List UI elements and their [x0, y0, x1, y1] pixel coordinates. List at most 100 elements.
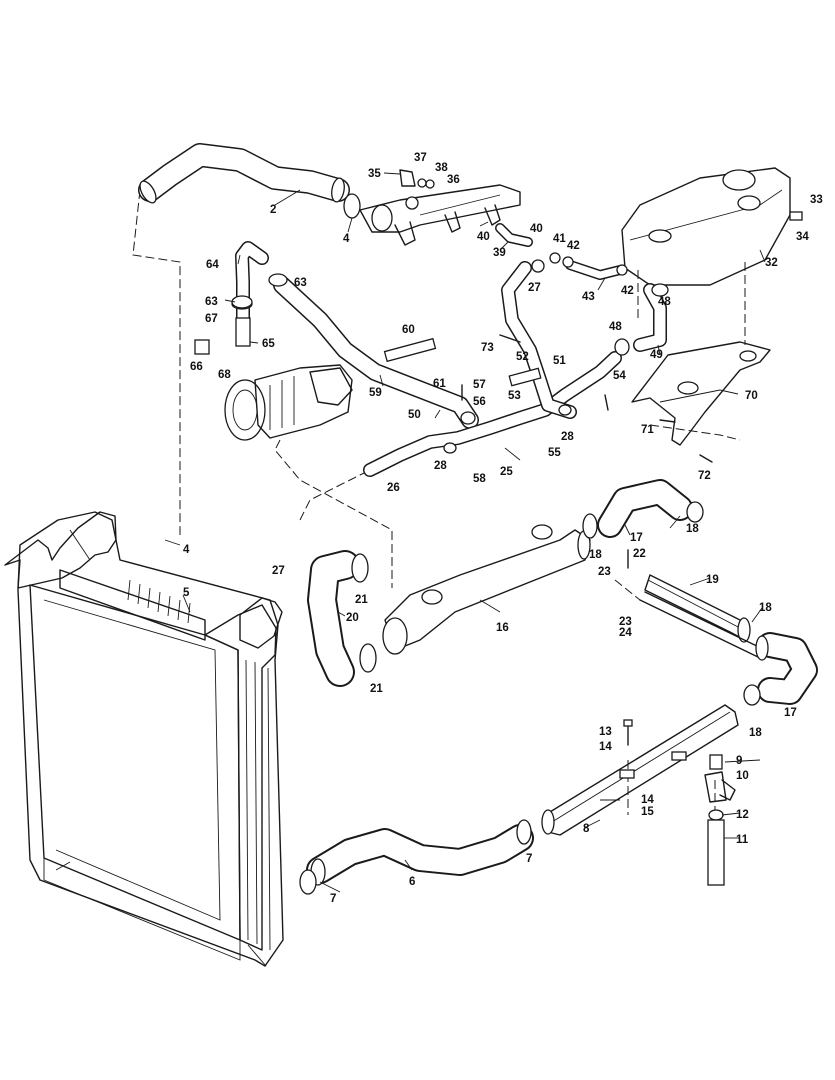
cooler-16	[382, 524, 591, 655]
upper-hose-2	[138, 143, 361, 219]
callout-28b: 28	[434, 460, 447, 472]
drain-valve	[704, 754, 736, 886]
hose-17-upper	[582, 479, 704, 539]
callout-41: 41	[553, 233, 566, 245]
callout-17b: 17	[784, 707, 797, 719]
pipe-39-return	[501, 261, 577, 419]
callout-18d: 18	[749, 727, 762, 739]
callout-50: 50	[408, 409, 421, 421]
callout-27b: 27	[272, 565, 285, 577]
callout-68: 68	[218, 369, 231, 381]
callout-58: 58	[473, 473, 486, 485]
callout-7b: 7	[526, 853, 532, 865]
callout-61: 61	[433, 378, 446, 390]
callout-70: 70	[745, 390, 758, 402]
callout-57: 57	[473, 379, 486, 391]
callout-42b: 42	[621, 285, 634, 297]
callout-22: 22	[633, 548, 646, 560]
callout-leaders	[164, 172, 766, 893]
callout-26: 26	[387, 482, 400, 494]
radiator	[4, 511, 284, 967]
callout-32: 32	[765, 257, 778, 269]
callout-49: 49	[650, 349, 663, 361]
callout-9: 9	[736, 755, 742, 767]
hose-6	[299, 819, 534, 895]
callout-54: 54	[613, 370, 626, 382]
callout-14b: 14	[641, 794, 654, 806]
callout-27: 27	[528, 282, 541, 294]
callout-39: 39	[493, 247, 506, 259]
callout-23b: 23	[619, 616, 632, 628]
callout-7: 7	[330, 893, 336, 905]
callout-66: 66	[190, 361, 203, 373]
hose-39-43	[495, 223, 667, 352]
tank-bracket-70	[631, 341, 771, 446]
callout-56: 56	[473, 396, 486, 408]
callout-8: 8	[583, 823, 590, 835]
thermostat-housing-manifold	[359, 169, 521, 246]
callout-63b: 63	[205, 296, 218, 308]
callout-55: 55	[548, 447, 561, 459]
callout-51: 51	[553, 355, 566, 367]
callout-10: 10	[736, 770, 749, 782]
callout-23: 23	[598, 566, 611, 578]
pipe-25	[363, 351, 622, 477]
water-pump	[224, 364, 353, 441]
callout-65: 65	[262, 338, 275, 350]
callout-4b: 4	[183, 544, 190, 556]
callout-43: 43	[582, 291, 595, 303]
callout-40: 40	[530, 223, 543, 235]
callout-71: 71	[641, 424, 654, 436]
callout-34: 34	[796, 231, 809, 243]
callout-59: 59	[369, 387, 382, 399]
callout-18c: 18	[759, 602, 772, 614]
callout-38: 38	[435, 162, 448, 174]
callout-16: 16	[496, 622, 509, 634]
callout-42: 42	[567, 240, 580, 252]
pipe-19	[639, 574, 766, 659]
bolts	[461, 334, 713, 746]
callout-18b: 18	[686, 523, 699, 535]
callout-15: 15	[641, 806, 654, 818]
callout-37: 37	[414, 152, 427, 164]
callout-64: 64	[206, 259, 219, 271]
callout-52: 52	[516, 351, 529, 363]
callout-19: 19	[706, 574, 719, 586]
expansion-tank-32	[621, 167, 803, 286]
callout-4: 4	[343, 233, 350, 245]
callout-5: 5	[183, 587, 190, 599]
callout-72: 72	[698, 470, 711, 482]
callout-21: 21	[355, 594, 368, 606]
callout-20: 20	[346, 612, 359, 624]
callout-48b: 48	[658, 296, 671, 308]
callout-18: 18	[589, 549, 602, 561]
callout-2: 2	[270, 204, 276, 216]
callout-63: 63	[294, 277, 307, 289]
assembly-leader-lines	[132, 189, 746, 830]
callout-17: 17	[630, 532, 643, 544]
callout-6: 6	[409, 876, 415, 888]
callout-28: 28	[561, 431, 574, 443]
hose-17-lower	[743, 632, 818, 706]
callout-73: 73	[481, 342, 494, 354]
pipe-50	[273, 276, 479, 429]
callout-24: 24	[619, 627, 632, 639]
callout-35: 35	[368, 168, 381, 180]
callout-53: 53	[508, 390, 521, 402]
callout-67: 67	[205, 313, 218, 325]
callout-25: 25	[500, 466, 513, 478]
callout-labels: 2 4 4 5 6 7 7 8 9 10 11 12 13 14 14 15 1…	[183, 152, 823, 905]
hose-20	[307, 550, 377, 687]
callout-12: 12	[736, 809, 749, 821]
callout-36: 36	[447, 174, 460, 186]
callout-33: 33	[810, 194, 823, 206]
callout-48: 48	[609, 321, 622, 333]
pipe-8	[541, 704, 739, 836]
callout-40b: 40	[477, 231, 490, 243]
callout-14: 14	[599, 741, 612, 753]
callout-21b: 21	[370, 683, 383, 695]
callout-60: 60	[402, 324, 415, 336]
callout-13: 13	[599, 726, 612, 738]
callout-11: 11	[736, 834, 749, 846]
